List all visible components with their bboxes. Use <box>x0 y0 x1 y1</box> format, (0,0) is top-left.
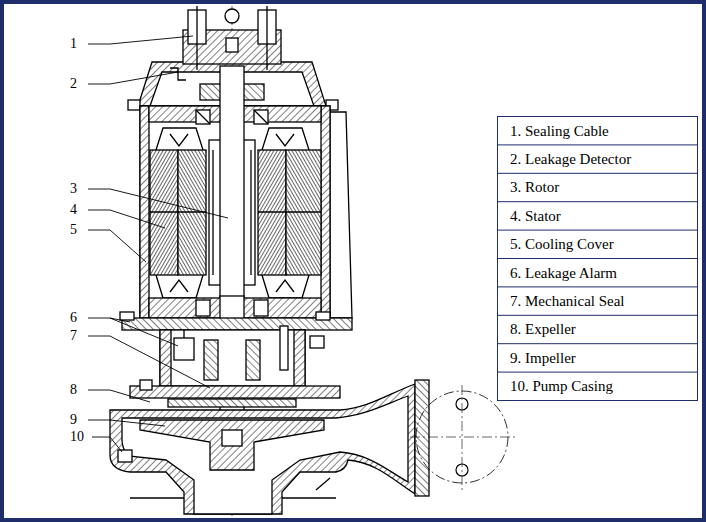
end-turn <box>156 128 203 150</box>
pump-cover <box>130 386 340 398</box>
rotor-bar <box>250 150 251 275</box>
leakage-alarm-float <box>174 338 194 360</box>
callout-number: 5 <box>70 221 77 239</box>
table-cell-text: 8. Expeller <box>510 315 576 343</box>
mechanical-seal <box>246 340 260 380</box>
bearing <box>254 110 268 124</box>
table-cell-text: 1. Sealing Cable <box>510 117 609 145</box>
end-turn <box>170 134 188 146</box>
table-cell-text: 5. Cooling Cover <box>510 230 614 258</box>
leakage-alarm-float <box>183 330 184 338</box>
chamber-wall <box>294 330 305 386</box>
cooling-cover <box>330 112 352 318</box>
bolt-head <box>128 100 140 110</box>
table-rule <box>498 258 698 259</box>
table-cell-text: 9. Impeller <box>510 344 576 372</box>
pump-drawing <box>110 6 429 514</box>
leader-line <box>92 437 122 452</box>
bolt-head <box>120 312 134 320</box>
bolt <box>226 38 238 52</box>
table-rule <box>498 343 698 344</box>
centre-line <box>462 385 463 490</box>
table-cell-text: 4. Stator <box>510 202 561 230</box>
base-line <box>130 497 184 498</box>
leader-line <box>88 210 165 228</box>
pump-casing <box>110 384 415 514</box>
callout-number: 6 <box>70 309 77 327</box>
stator-line <box>150 211 206 212</box>
parts-table <box>498 117 698 401</box>
mechanical-seal <box>204 340 218 380</box>
callout-number: 8 <box>70 381 77 399</box>
callout-number: 9 <box>70 411 77 429</box>
table-cell-text: 7. Mechanical Seal <box>510 287 625 315</box>
volute <box>122 396 408 514</box>
leader-line <box>88 36 193 44</box>
callout-number: 2 <box>70 75 77 93</box>
table-border <box>498 117 698 401</box>
table-rule <box>498 315 698 316</box>
callout-number: 7 <box>70 327 77 345</box>
centre-line <box>410 437 515 438</box>
bearing <box>196 110 210 124</box>
bolt-hole <box>456 464 468 476</box>
bolt-head <box>316 312 330 320</box>
leader-line <box>88 189 228 218</box>
end-turn <box>276 134 294 146</box>
leader-line <box>88 336 210 388</box>
plug <box>310 336 324 348</box>
leader-line <box>88 230 146 262</box>
leakage-probe <box>280 326 288 370</box>
table-cell-text: 3. Rotor <box>510 173 559 201</box>
bearing <box>254 110 268 124</box>
impeller <box>140 420 324 470</box>
leader-line <box>88 420 165 426</box>
end-turn <box>262 128 309 150</box>
impeller-nut <box>222 430 242 446</box>
bearing <box>254 300 268 316</box>
expeller <box>168 399 296 407</box>
table-rule <box>498 144 698 145</box>
base-line <box>282 497 336 498</box>
callout-number: 1 <box>70 35 77 53</box>
table-cell-text: 6. Leakage Alarm <box>510 259 617 287</box>
callout-number: 3 <box>70 180 77 198</box>
bolt-head <box>118 450 132 462</box>
leader-lines <box>88 36 228 452</box>
cable-wire <box>196 6 197 70</box>
housing-wall <box>321 106 330 318</box>
lifting-eye <box>225 9 239 23</box>
bearing <box>196 300 210 316</box>
leader-line <box>88 72 178 84</box>
leader-line <box>88 318 130 322</box>
bolt-hole <box>456 398 468 410</box>
stator-line <box>258 211 321 212</box>
end-turn <box>262 275 309 298</box>
cable-wire <box>266 6 267 70</box>
end-turn <box>170 280 188 292</box>
discharge-flange <box>415 380 429 496</box>
chamber-wall <box>160 330 171 386</box>
drain <box>316 478 330 490</box>
table-rule <box>498 372 698 373</box>
end-turn <box>276 280 294 292</box>
leakage-detector-probe <box>170 68 186 80</box>
table-cell-text: 2. Leakage Detector <box>510 145 631 173</box>
bearing <box>196 110 210 124</box>
table-rule <box>498 230 698 231</box>
table-rule <box>498 201 698 202</box>
callout-number: 4 <box>70 201 77 219</box>
rotor-bar <box>212 150 213 275</box>
table-rule <box>498 286 698 287</box>
housing-wall <box>140 106 149 318</box>
end-turn <box>156 275 203 298</box>
table-cell-text: 10. Pump Casing <box>510 372 613 400</box>
callout-number: 10 <box>70 428 84 446</box>
table-rule <box>498 173 698 174</box>
bolt-head <box>140 380 152 390</box>
leader-line <box>88 390 150 402</box>
